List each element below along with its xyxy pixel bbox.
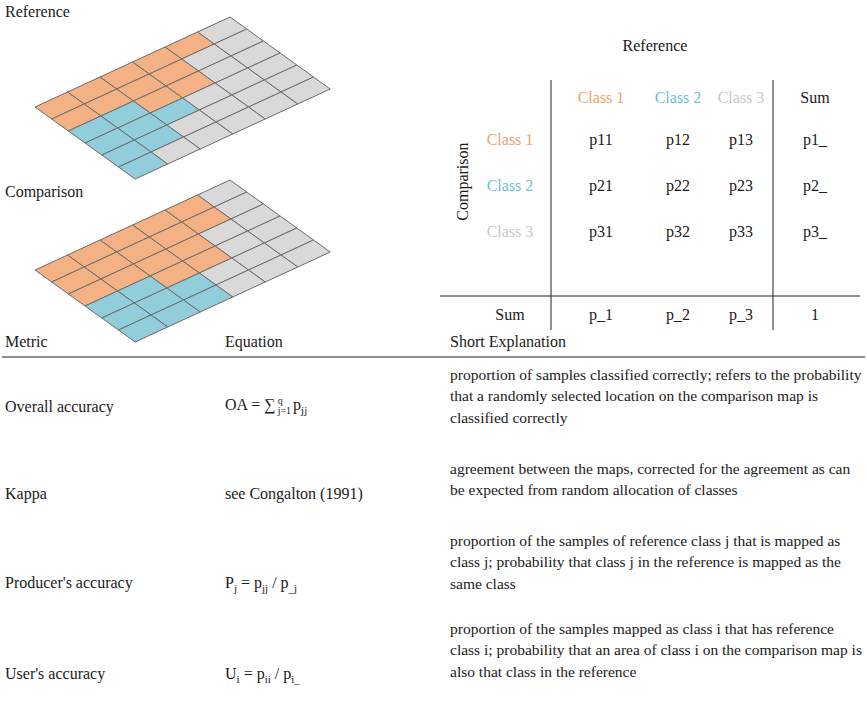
map-title: Comparison: [5, 182, 83, 201]
equation-part: / p: [272, 574, 288, 591]
table-cell: p2_: [803, 176, 827, 195]
table-rule: [551, 80, 552, 330]
equation-part: OA = ∑: [225, 396, 276, 413]
column-header: Class 3: [718, 88, 765, 107]
explanation: agreement between the maps, corrected fo…: [450, 458, 862, 501]
table-cell: p3_: [803, 222, 827, 241]
table-cell: p33: [729, 222, 753, 241]
subscript: jj: [301, 404, 307, 416]
map-title: Reference: [5, 2, 70, 21]
equation: see Congalton (1991): [225, 484, 363, 503]
metric-name: Producer's accuracy: [5, 573, 133, 592]
subscript: jj: [262, 582, 268, 594]
subscript: j: [234, 582, 237, 594]
table-cell: p22: [666, 176, 690, 195]
table-cell: p32: [666, 222, 690, 241]
column-header: Equation: [225, 332, 283, 351]
metric-name: Overall accuracy: [5, 397, 114, 416]
metric-name: Kappa: [5, 484, 47, 503]
map-cell: [119, 315, 168, 342]
table-cell: p12: [666, 130, 690, 149]
row-header: Sum: [495, 305, 524, 324]
table-rule: [773, 80, 774, 330]
sum-limits: qj=1: [278, 396, 291, 416]
subscript: j=1: [278, 406, 291, 416]
metric-name: User's accuracy: [5, 664, 105, 683]
equation-part: p: [293, 396, 301, 413]
equation: OA = ∑qj=1pjj: [225, 395, 307, 417]
column-header: Sum: [800, 88, 829, 107]
equation-part: P: [225, 574, 234, 591]
table-cell: p11: [589, 130, 612, 149]
explanation: proportion of the samples mapped as clas…: [450, 618, 862, 682]
column-header: Metric: [5, 332, 48, 351]
table-cell: p_2: [666, 305, 690, 324]
column-header: Class 2: [655, 88, 702, 107]
equation-part: = p: [244, 665, 265, 682]
equation-part: = p: [241, 574, 262, 591]
table-rule: [440, 296, 860, 297]
map-grids: [35, 17, 330, 342]
axis-title: Reference: [623, 36, 688, 55]
equation: Ui = pii / pi_: [225, 664, 300, 686]
explanation: proportion of the samples of reference c…: [450, 530, 862, 594]
table-cell: p31: [589, 222, 613, 241]
equation-part: U: [225, 665, 237, 682]
column-header: Short Explanation: [450, 332, 566, 351]
subscript: ii: [265, 673, 271, 685]
row-header: Class 2: [487, 176, 534, 195]
table-rule: [2, 357, 865, 358]
superscript: q: [278, 396, 291, 406]
subscript: i_: [291, 673, 300, 685]
equation: Pj = pjj / p_j: [225, 573, 297, 595]
table-cell: 1: [811, 305, 819, 324]
axis-title: Comparison: [452, 143, 471, 221]
table-cell: p21: [589, 176, 613, 195]
explanation: proportion of samples classified correct…: [450, 364, 862, 428]
row-header: Class 1: [487, 130, 534, 149]
table-cell: p13: [729, 130, 753, 149]
table-cell: p23: [729, 176, 753, 195]
subscript: _j: [289, 582, 298, 594]
table-cell: p_1: [589, 305, 613, 324]
row-header: Class 3: [487, 222, 534, 241]
subscript: i: [237, 673, 240, 685]
table-cell: p_3: [729, 305, 753, 324]
equation-part: / p: [275, 665, 291, 682]
column-header: Class 1: [578, 88, 625, 107]
table-cell: p1_: [803, 130, 827, 149]
map-cell: [119, 152, 168, 179]
